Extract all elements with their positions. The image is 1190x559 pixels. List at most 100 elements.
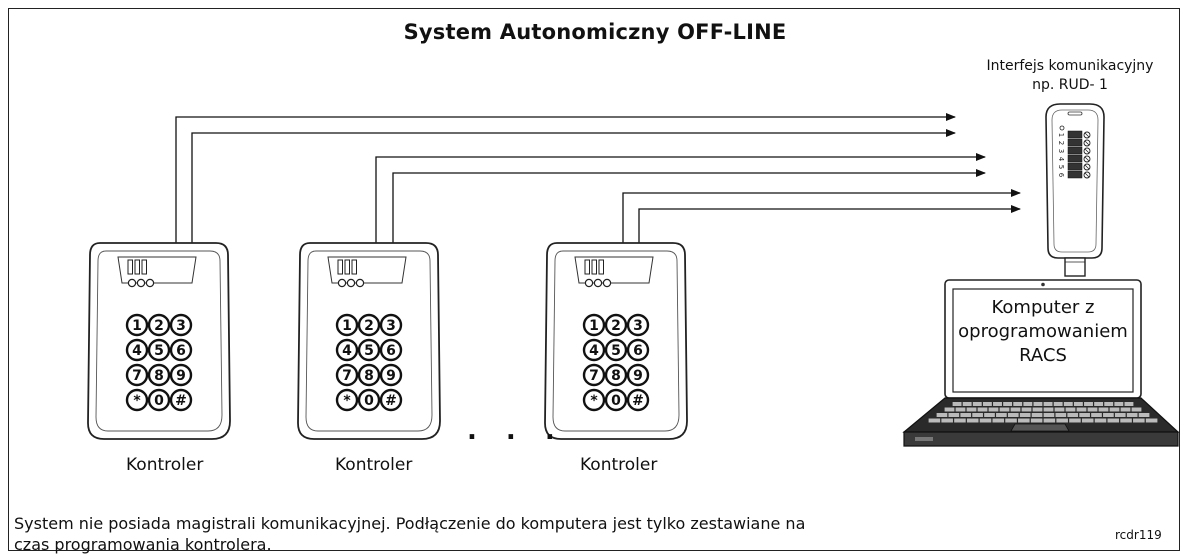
ellipsis: . . .	[467, 416, 565, 446]
interface-label-line1: Interfejs komunikacyjny	[986, 58, 1154, 74]
svg-text:9: 9	[386, 368, 396, 384]
keypad-key: 2	[357, 313, 381, 337]
footnote-line1: System nie posiada magistrali komunikacy…	[14, 514, 806, 533]
svg-text:4: 4	[1057, 157, 1065, 162]
svg-text:#: #	[632, 393, 644, 409]
laptop-icon	[902, 279, 1180, 447]
keypad-key: #	[379, 388, 403, 412]
svg-text:2: 2	[611, 318, 621, 334]
controller-2-label: Kontroler	[335, 455, 413, 475]
line-c1-b	[191, 129, 956, 245]
svg-text:5: 5	[154, 343, 164, 359]
diagram-frame	[8, 8, 1180, 551]
keypad-key: 4	[335, 338, 359, 362]
keypad-key: 0	[357, 388, 381, 412]
keypad-key: 7	[125, 363, 149, 387]
computer-label-line3: RACS	[1019, 345, 1067, 366]
keypad-key: 6	[379, 338, 403, 362]
interface-label: Interfejs komunikacyjny np. RUD- 1	[960, 57, 1180, 95]
svg-text:4: 4	[589, 343, 599, 359]
svg-text:2: 2	[1057, 141, 1065, 145]
svg-text:0: 0	[611, 393, 621, 409]
interface-label-line2: np. RUD- 1	[1032, 77, 1108, 93]
footnote: System nie posiada magistrali komunikacy…	[14, 513, 805, 555]
keypad-key: *	[582, 388, 606, 412]
svg-text:#: #	[175, 393, 187, 409]
footnote-line2: czas programowania kontrolera.	[14, 535, 272, 554]
svg-text:7: 7	[132, 368, 142, 384]
keypad-key: 6	[626, 338, 650, 362]
keypad-key: 2	[604, 313, 628, 337]
keypad-key: 5	[357, 338, 381, 362]
keypad-key: 0	[147, 388, 171, 412]
svg-text:9: 9	[633, 368, 643, 384]
keypad-key: 9	[169, 363, 193, 387]
computer-label: Komputer z oprogramowaniem RACS	[958, 296, 1128, 368]
keypad-key: 4	[125, 338, 149, 362]
line-c3-a	[622, 189, 1021, 245]
svg-text:3: 3	[1057, 149, 1065, 153]
keypad-key: 8	[147, 363, 171, 387]
line-c2-a	[375, 153, 986, 245]
keypad-key: #	[626, 388, 650, 412]
svg-text:3: 3	[176, 318, 186, 334]
svg-text:8: 8	[154, 368, 164, 384]
svg-text:*: *	[343, 393, 351, 409]
svg-text:7: 7	[342, 368, 352, 384]
keypad-key: 3	[379, 313, 403, 337]
keypad-key: 9	[626, 363, 650, 387]
svg-text:1: 1	[132, 318, 142, 334]
line-c1-a	[175, 113, 956, 245]
svg-text:0: 0	[154, 393, 164, 409]
computer-label-line1: Komputer z	[991, 297, 1095, 318]
svg-text:3: 3	[633, 318, 643, 334]
figure-code: rcdr119	[1115, 528, 1162, 542]
svg-text:*: *	[133, 393, 141, 409]
svg-text:3: 3	[386, 318, 396, 334]
keypad-key: *	[335, 388, 359, 412]
svg-text:7: 7	[589, 368, 599, 384]
svg-text:0: 0	[364, 393, 374, 409]
svg-text:9: 9	[176, 368, 186, 384]
controller-3-label: Kontroler	[580, 455, 658, 475]
svg-text:5: 5	[1057, 165, 1065, 169]
keypad-key: 1	[335, 313, 359, 337]
svg-text:4: 4	[342, 343, 352, 359]
svg-text:2: 2	[154, 318, 164, 334]
svg-text:1: 1	[342, 318, 352, 334]
keypad-key: 8	[604, 363, 628, 387]
keypad-key: 8	[357, 363, 381, 387]
svg-text:6: 6	[1057, 173, 1065, 178]
controller-1-label: Kontroler	[126, 455, 204, 475]
keypad-key: 4	[582, 338, 606, 362]
svg-text:6: 6	[633, 343, 643, 359]
keypad-key: 5	[604, 338, 628, 362]
line-c2-b	[392, 169, 986, 245]
keypad-key: 3	[626, 313, 650, 337]
svg-text:2: 2	[364, 318, 374, 334]
keypad-key: 7	[335, 363, 359, 387]
keypad-key: 0	[604, 388, 628, 412]
svg-text:5: 5	[364, 343, 374, 359]
svg-text:5: 5	[611, 343, 621, 359]
keypad-key: 1	[125, 313, 149, 337]
keypad-key: 2	[147, 313, 171, 337]
connection-lines	[175, 113, 1021, 245]
computer-label-line2: oprogramowaniem	[958, 321, 1128, 342]
svg-text:*: *	[590, 393, 598, 409]
keypad-key: 6	[169, 338, 193, 362]
line-c3-b	[638, 205, 1021, 245]
svg-text:1: 1	[1057, 133, 1065, 137]
svg-text:#: #	[385, 393, 397, 409]
svg-text:6: 6	[386, 343, 396, 359]
keypad-key: 9	[379, 363, 403, 387]
keypad-key: 1	[582, 313, 606, 337]
keypad-key: 5	[147, 338, 171, 362]
svg-text:6: 6	[176, 343, 186, 359]
svg-text:8: 8	[364, 368, 374, 384]
svg-text:1: 1	[589, 318, 599, 334]
